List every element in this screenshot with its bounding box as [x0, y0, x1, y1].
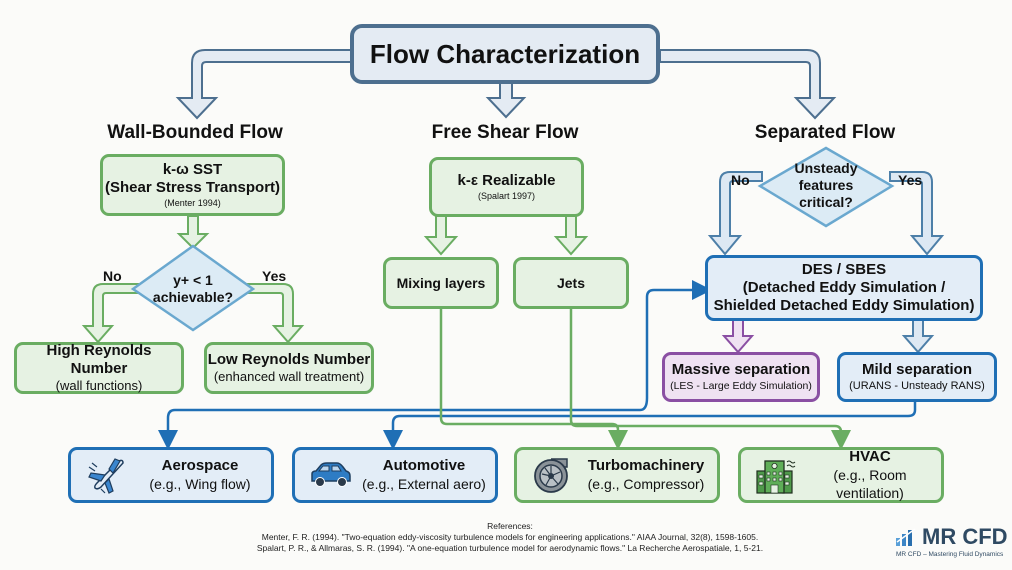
des-title: DES / SBES	[801, 261, 887, 278]
title-box: Flow Characterization	[350, 24, 660, 84]
title-to-wall-arrow	[175, 49, 353, 120]
application-turbomachinery: Turbomachinery (e.g., Compressor)	[514, 447, 720, 503]
reference-item: Spalart, P. R., & Allmaras, S. R. (1994)…	[256, 543, 764, 553]
yplus-line2: achievable?	[152, 289, 234, 305]
mild-sub: (URANS - Unsteady RANS)	[849, 380, 985, 392]
low-reynolds-title: Low Reynolds Number	[207, 351, 371, 368]
logo: MR CFD MR CFD – Mastering Fluid Dynamics	[896, 524, 1012, 558]
heading-separated: Separated Flow	[754, 122, 896, 143]
heading-free-shear: Free Shear Flow	[431, 122, 579, 143]
application-aerospace: Aerospace (e.g., Wing flow)	[68, 447, 274, 503]
sst-model-ref: (Menter 1994)	[164, 198, 221, 208]
building-icon	[756, 460, 796, 494]
realizable-model-box: k-ε Realizable (Spalart 1997)	[429, 157, 584, 217]
mild-separation-box: Mild separation (URANS - Unsteady RANS)	[837, 352, 997, 402]
mixing-layers-box: Mixing layers	[383, 257, 499, 309]
yplus-line1: y+ < 1	[173, 272, 213, 288]
hvac-sub: (e.g., Room ventilation)	[833, 467, 907, 501]
yplus-yes-label: Yes	[262, 268, 287, 284]
logo-name: MR CFD	[922, 524, 1008, 549]
wire-mild-to-automotive	[383, 400, 917, 450]
wire-jets-to-hvac	[569, 308, 851, 450]
application-hvac: HVAC (e.g., Room ventilation)	[738, 447, 944, 503]
turbomachinery-sub: (e.g., Compressor)	[587, 476, 705, 492]
unsteady-line1: Unsteady	[794, 160, 858, 176]
high-reynolds-box: High Reynolds Number (wall functions)	[14, 342, 184, 394]
hvac-title: HVAC	[849, 448, 891, 465]
logo-tagline: MR CFD – Mastering Fluid Dynamics	[896, 551, 1004, 558]
heading-wall-bounded: Wall-Bounded Flow	[107, 122, 283, 143]
massive-separation-box: Massive separation (LES - Large Eddy Sim…	[662, 352, 820, 402]
sep-yes-arrow	[889, 171, 945, 256]
references: References: Menter, F. R. (1994). "Two-e…	[250, 521, 770, 554]
yes-branch-arrow	[247, 283, 305, 344]
turbine-icon	[534, 458, 568, 493]
high-reynolds-title: High Reynolds Number	[46, 342, 152, 377]
aerospace-sub: (e.g., Wing flow)	[149, 476, 251, 492]
sst-model-box: k-ω SST (Shear Stress Transport) (Menter…	[100, 154, 285, 216]
realizable-model-name: k-ε Realizable	[457, 172, 556, 189]
mixing-layers-label: Mixing layers	[396, 275, 486, 291]
unsteady-no-label: No	[731, 172, 750, 188]
des-to-mild-arrow	[901, 319, 935, 354]
references-heading: References:	[487, 521, 533, 531]
aerospace-title: Aerospace	[161, 457, 239, 474]
yplus-no-label: No	[103, 268, 122, 284]
logo-bars-icon	[896, 528, 916, 546]
des-sbes-box: DES / SBES (Detached Eddy Simulation / S…	[705, 255, 983, 321]
car-icon	[311, 462, 351, 487]
no-branch-arrow	[81, 283, 139, 344]
title-to-free-arrow	[485, 79, 527, 119]
unsteady-line3: critical?	[799, 194, 853, 210]
wire-mixing-to-turbo	[439, 308, 628, 450]
wire-to-des	[645, 280, 712, 398]
wire-to-aerospace	[158, 397, 649, 450]
des-line2: (Detached Eddy Simulation /	[742, 279, 946, 296]
unsteady-decision-text: Unsteady features critical?	[776, 160, 876, 211]
massive-title: Massive separation	[671, 361, 811, 378]
airplane-icon	[88, 458, 124, 494]
unsteady-line2: features	[798, 177, 854, 193]
automotive-sub: (e.g., External aero)	[362, 476, 486, 492]
unsteady-yes-label: Yes	[898, 172, 923, 188]
turbomachinery-title: Turbomachinery	[587, 457, 705, 474]
page-title: Flow Characterization	[369, 38, 641, 69]
title-to-separated-arrow	[659, 49, 837, 120]
yplus-diamond	[130, 244, 256, 332]
reference-item: Menter, F. R. (1994). "Two-equation eddy…	[261, 532, 759, 542]
unsteady-diamond	[757, 146, 895, 228]
mild-title: Mild separation	[861, 361, 973, 378]
high-reynolds-sub: (wall functions)	[55, 378, 143, 393]
sst-to-decision-arrow	[176, 215, 210, 250]
realizable-to-jets-arrow	[553, 215, 589, 256]
sst-model-full: (Shear Stress Transport)	[104, 179, 281, 196]
jets-box: Jets	[513, 257, 629, 309]
sep-no-arrow	[707, 171, 763, 256]
realizable-model-ref: (Spalart 1997)	[477, 191, 536, 201]
low-reynolds-box: Low Reynolds Number (enhanced wall treat…	[204, 342, 374, 394]
automotive-title: Automotive	[382, 457, 466, 474]
jets-label: Jets	[556, 275, 586, 291]
yplus-decision-text: y+ < 1 achievable?	[143, 272, 243, 306]
application-automotive: Automotive (e.g., External aero)	[292, 447, 498, 503]
des-to-massive-arrow	[721, 319, 755, 354]
massive-sub: (LES - Large Eddy Simulation)	[670, 380, 812, 392]
des-line3: Shielded Detached Eddy Simulation)	[713, 297, 975, 314]
sst-model-name: k-ω SST	[162, 161, 223, 178]
low-reynolds-sub: (enhanced wall treatment)	[213, 369, 365, 384]
realizable-to-mixing-arrow	[423, 215, 459, 256]
